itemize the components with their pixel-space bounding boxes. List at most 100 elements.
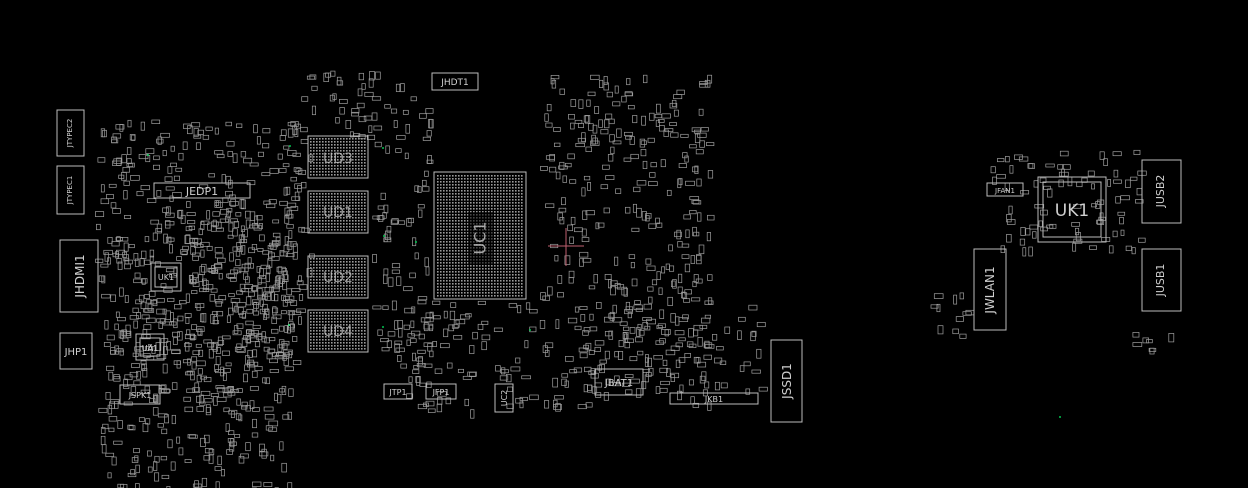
bga-pad: [331, 258, 333, 260]
passive-component: [215, 385, 225, 389]
bga-pad: [340, 327, 342, 329]
bga-pad: [310, 294, 312, 296]
component-uk1-left[interactable]: UK1: [150, 262, 182, 292]
bga-pad: [319, 324, 321, 326]
bga-pad: [449, 271, 451, 273]
passive-component: [131, 457, 139, 463]
component-jfan1[interactable]: JFAN1: [986, 182, 1024, 197]
component-ua1[interactable]: UA1: [135, 333, 165, 361]
passive-component: [1028, 163, 1035, 169]
bga-pad: [334, 291, 336, 293]
passive-component: [648, 296, 653, 304]
bga-pad: [509, 241, 511, 243]
bga-pad: [331, 168, 333, 170]
bga-pad: [310, 202, 312, 204]
component-ud4[interactable]: UD4: [307, 309, 369, 353]
component-jusb2[interactable]: JUSB2: [1141, 159, 1182, 224]
bga-pad: [452, 250, 454, 252]
passive-component: [704, 340, 710, 349]
bga-pad: [500, 268, 502, 270]
bga-pad: [437, 214, 439, 216]
bga-pad: [491, 175, 493, 177]
bga-pad: [364, 171, 366, 173]
passive-component: [200, 390, 211, 396]
bga-pad: [506, 220, 508, 222]
bga-pad: [494, 274, 496, 276]
component-ud3[interactable]: UD3: [307, 135, 369, 179]
component-jtypec1[interactable]: JTYPEC1: [56, 165, 85, 215]
bga-pad: [334, 229, 336, 231]
component-ud1[interactable]: UD1: [307, 190, 369, 234]
bga-pad: [521, 193, 523, 195]
passive-component: [625, 389, 633, 395]
passive-component: [240, 225, 245, 232]
component-uc1[interactable]: UC1: [433, 171, 527, 300]
bga-pad: [458, 229, 460, 231]
component-jusb1[interactable]: JUSB1: [1141, 248, 1182, 312]
passive-component: [673, 94, 683, 100]
passive-component: [378, 215, 384, 222]
bga-pad: [346, 153, 348, 155]
bga-pad: [488, 208, 490, 210]
passive-component: [153, 164, 160, 170]
passive-component: [429, 119, 434, 129]
bga-pad: [482, 268, 484, 270]
bga-pad: [518, 241, 520, 243]
passive-component: [252, 324, 261, 329]
bga-pad: [461, 292, 463, 294]
component-jwlan1[interactable]: JWLAN1: [973, 248, 1007, 331]
bga-pad: [322, 171, 324, 173]
component-jtp1[interactable]: JTP1: [383, 383, 413, 400]
component-uk1[interactable]: UK1: [1037, 176, 1107, 243]
bga-pad: [461, 217, 463, 219]
bga-pad: [440, 244, 442, 246]
passive-component: [280, 310, 287, 315]
passive-component: [153, 155, 160, 161]
passive-component: [129, 315, 139, 320]
component-ud2[interactable]: UD2: [307, 255, 369, 299]
bga-pad: [364, 196, 366, 198]
passive-component: [689, 144, 697, 149]
component-jssd1[interactable]: JSSD1: [770, 339, 803, 423]
test-point-dot: [382, 326, 384, 328]
bga-pad: [346, 196, 348, 198]
component-jedp1[interactable]: JEDP1: [153, 182, 251, 199]
passive-component: [158, 321, 163, 329]
component-uc2[interactable]: UC2: [494, 383, 514, 413]
bga-pad: [346, 168, 348, 170]
bga-pad: [310, 144, 312, 146]
bga-pad: [515, 226, 517, 228]
bga-pad: [500, 211, 502, 213]
passive-component: [681, 243, 690, 248]
bga-pad: [473, 289, 475, 291]
bga-pad: [325, 327, 327, 329]
component-jhp1[interactable]: JHP1: [59, 332, 93, 370]
component-jfp1[interactable]: JFP1: [425, 383, 457, 400]
bga-pad: [506, 286, 508, 288]
bga-pad: [467, 193, 469, 195]
component-jhdmi1[interactable]: JHDMI1: [59, 239, 99, 313]
component-jtypec2[interactable]: JTYPEC2: [56, 109, 85, 157]
component-jspk1[interactable]: JSPK1: [119, 384, 161, 405]
passive-component: [211, 270, 219, 274]
bga-pad: [464, 247, 466, 249]
bga-pad: [506, 268, 508, 270]
bga-pad: [455, 280, 457, 282]
component-jbat1[interactable]: JBAT1: [594, 368, 644, 396]
bga-pad: [458, 187, 460, 189]
bga-pad: [343, 258, 345, 260]
bga-pad: [328, 270, 330, 272]
bga-pad: [361, 156, 363, 158]
bga-pad: [509, 277, 511, 279]
passive-component: [286, 288, 292, 296]
bga-pad: [440, 232, 442, 234]
bga-pad: [310, 156, 312, 158]
passive-component: [309, 74, 317, 80]
passive-component: [595, 222, 600, 230]
passive-component: [177, 315, 184, 322]
passive-component: [268, 420, 279, 427]
passive-component: [707, 401, 712, 411]
component-jhdt1[interactable]: JHDT1: [431, 72, 479, 91]
component-jkb1[interactable]: JKB1: [669, 392, 759, 405]
passive-component: [221, 335, 231, 340]
